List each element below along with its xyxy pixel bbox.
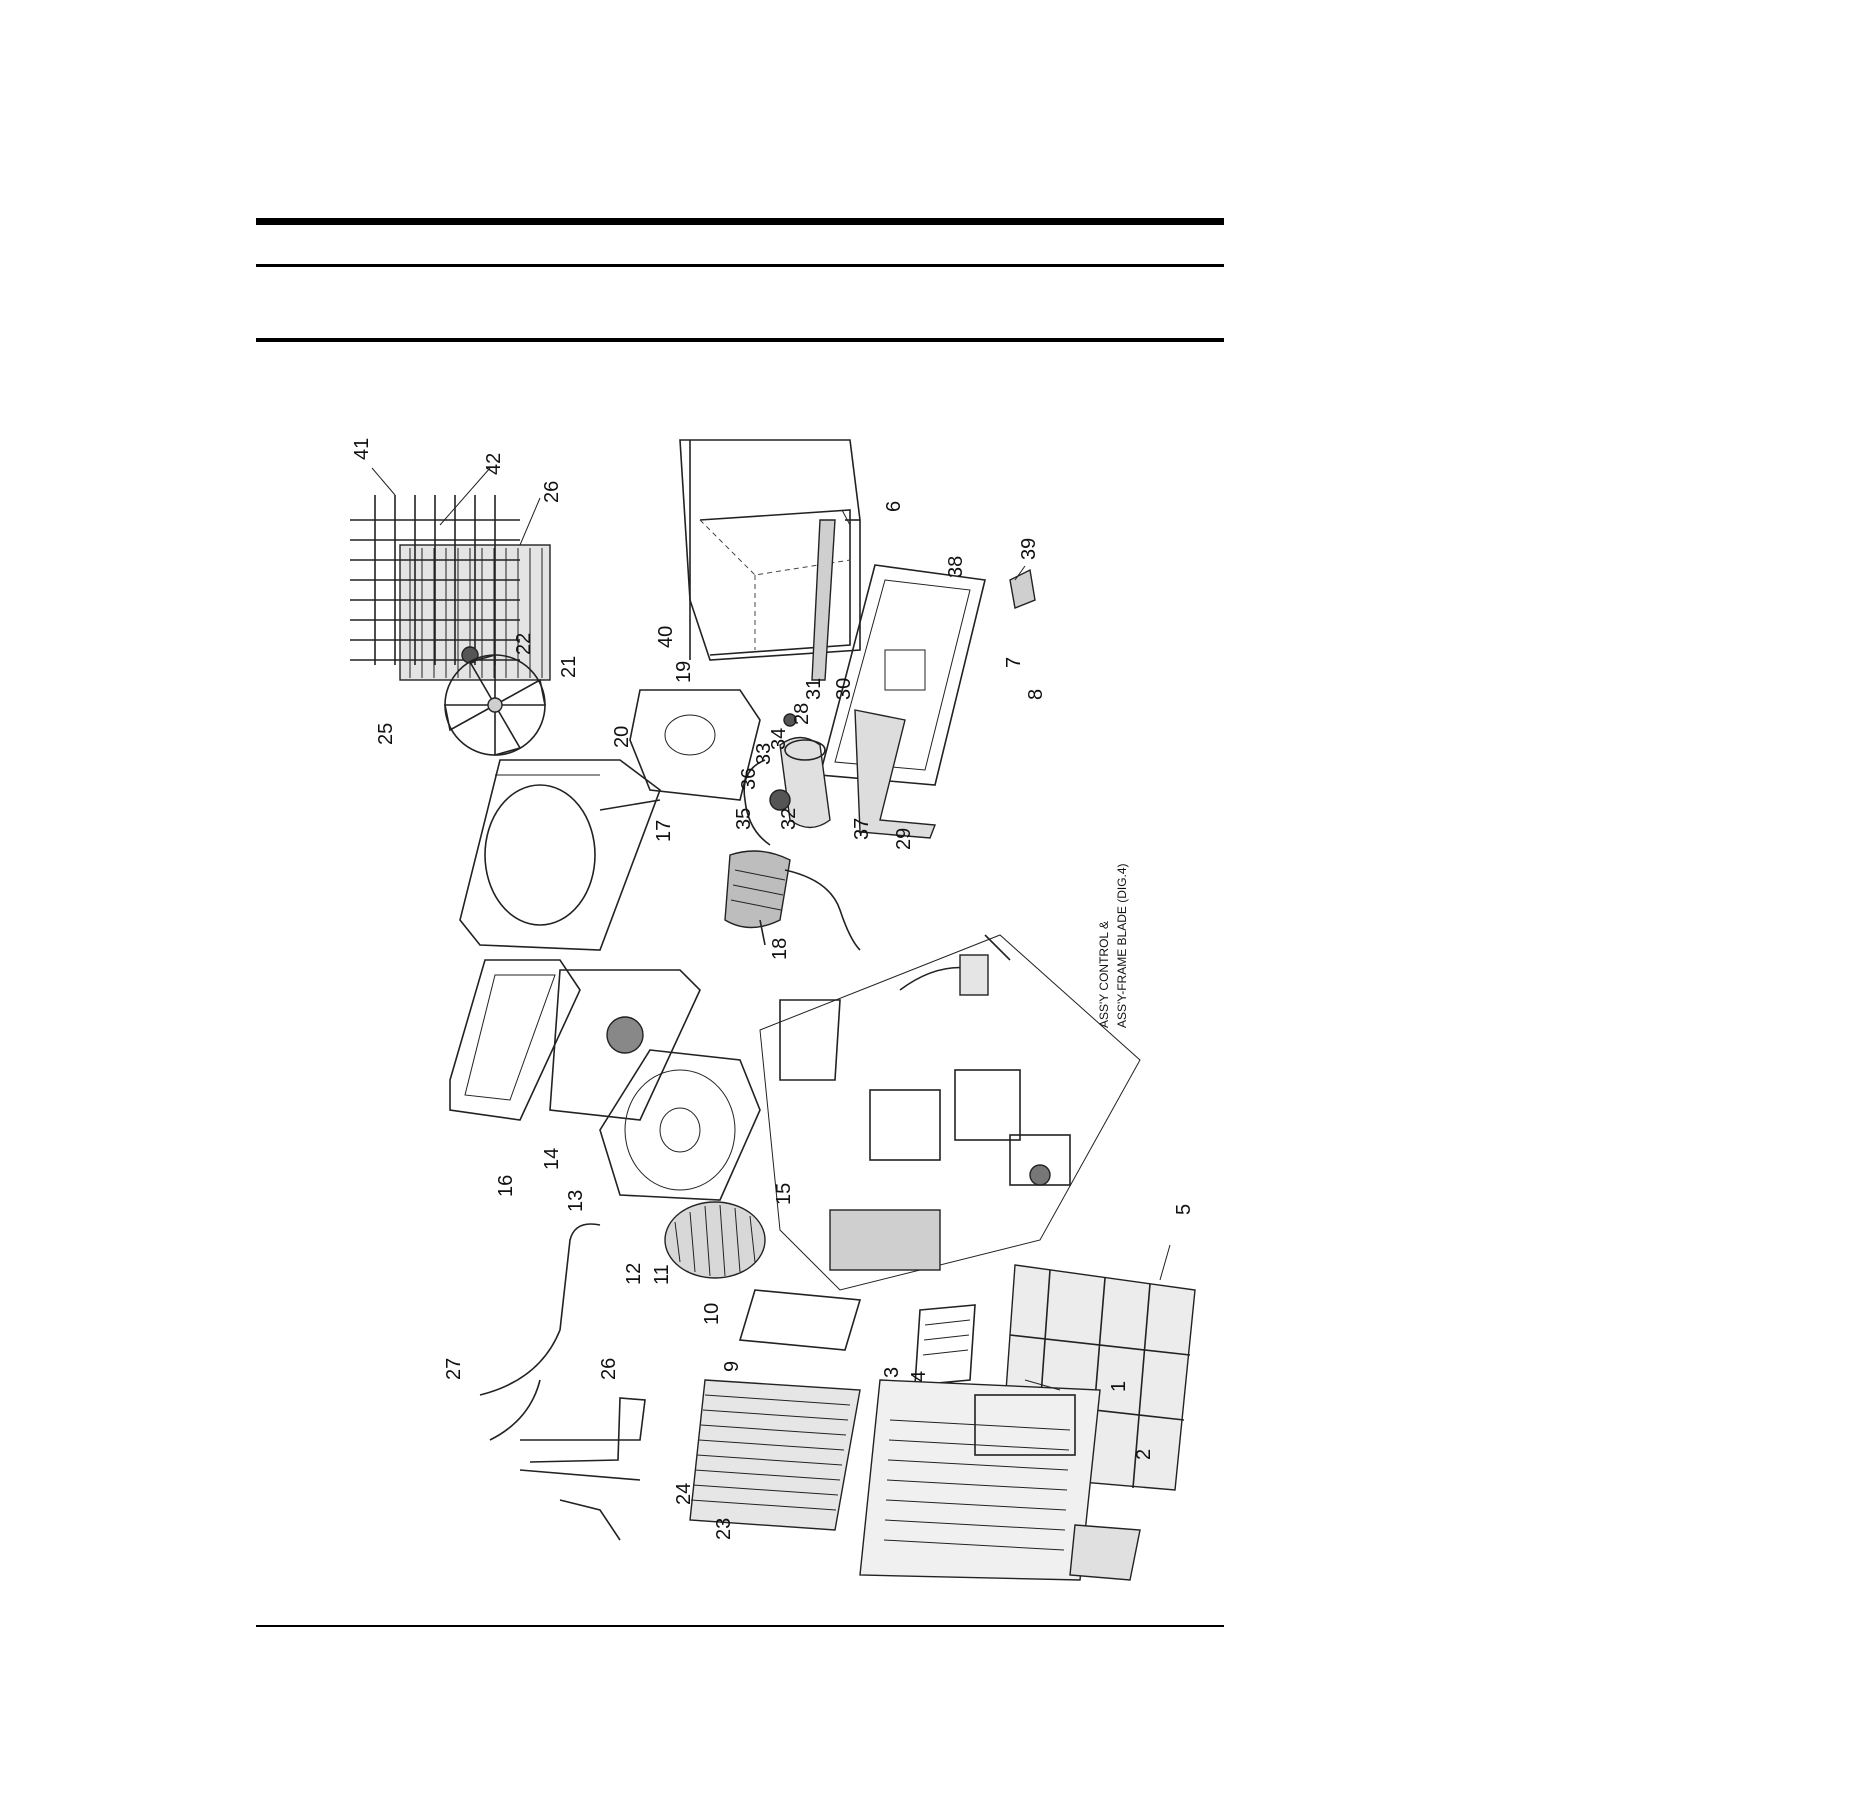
callout-12: 12 — [623, 1263, 645, 1285]
drain-pipe — [599, 799, 661, 811]
callout-14: 14 — [541, 1148, 563, 1170]
callout-31: 31 — [803, 678, 825, 700]
callout-6: 6 — [883, 501, 905, 512]
callout-20: 20 — [611, 726, 633, 748]
header-rule-thick — [256, 218, 1224, 225]
callout-5: 5 — [1173, 1204, 1195, 1215]
header-rule-thin — [256, 264, 1224, 267]
callout-36: 36 — [738, 768, 760, 790]
callout-25: 25 — [375, 723, 397, 745]
callout-26a: 26 — [541, 481, 563, 503]
callout-13: 13 — [565, 1190, 587, 1212]
compressor — [743, 713, 831, 846]
cabinet — [679, 439, 861, 661]
leader-lines — [371, 467, 1171, 1391]
callout-8: 8 — [1025, 689, 1047, 700]
callout-4: 4 — [908, 1371, 930, 1382]
base-pan — [818, 564, 986, 786]
gasket-strip — [811, 519, 836, 681]
drain-pan — [854, 709, 936, 839]
callout-35: 35 — [733, 808, 755, 830]
callout-labels: 41 42 26 25 22 21 20 19 40 6 39 38 7 8 3… — [351, 438, 1195, 1540]
louvre-blades — [914, 1304, 976, 1386]
refrigerant-piping — [479, 1223, 646, 1541]
callout-18: 18 — [769, 938, 791, 960]
fan-shroud — [459, 759, 661, 951]
callout-41: 41 — [351, 438, 373, 460]
callout-33: 33 — [753, 743, 775, 765]
callout-38: 38 — [945, 556, 967, 578]
callout-27: 27 — [443, 1358, 465, 1380]
evaporator-coil — [689, 1289, 862, 1531]
blower-scroll — [599, 1049, 761, 1201]
callout-26b: 26 — [598, 1358, 620, 1380]
callout-2: 2 — [1133, 1449, 1155, 1460]
callout-9: 9 — [721, 1361, 743, 1372]
callout-15: 15 — [773, 1183, 795, 1205]
footer-rule — [256, 1625, 1224, 1627]
callout-39: 39 — [1018, 538, 1040, 560]
bracket — [1009, 568, 1036, 609]
callout-40: 40 — [655, 626, 677, 648]
control-assembly — [759, 934, 1141, 1291]
front-panel — [1069, 1524, 1141, 1581]
callout-17: 17 — [653, 820, 675, 842]
callout-19: 19 — [673, 661, 695, 683]
callout-34: 34 — [768, 728, 790, 750]
motor-bracket — [629, 689, 761, 801]
assembly-note-line2: ASS'Y-FRAME BLADE (DIG.4) — [1115, 863, 1129, 1028]
callout-23: 23 — [713, 1518, 735, 1540]
callout-21: 21 — [558, 656, 580, 678]
callout-37: 37 — [851, 818, 873, 840]
callout-29: 29 — [893, 828, 915, 850]
callout-30: 30 — [833, 678, 855, 700]
condenser-assembly — [350, 495, 551, 681]
front-grille — [859, 1379, 1101, 1581]
callout-1: 1 — [1108, 1381, 1130, 1392]
fan-motor — [724, 850, 861, 951]
header-rule-medium — [256, 338, 1224, 342]
callout-32: 32 — [778, 808, 800, 830]
assembly-note-line1: ASS'Y CONTROL & — [1097, 921, 1111, 1028]
callout-42: 42 — [483, 453, 505, 475]
callout-28: 28 — [791, 703, 813, 725]
callout-16: 16 — [495, 1175, 517, 1197]
partition-panel — [449, 959, 701, 1121]
callout-22: 22 — [513, 633, 535, 655]
callout-11: 11 — [651, 1264, 673, 1285]
callout-3: 3 — [881, 1367, 903, 1378]
propeller-fan — [444, 653, 546, 757]
callout-10: 10 — [701, 1303, 723, 1325]
blower-wheel — [664, 1201, 766, 1279]
callout-24: 24 — [673, 1483, 695, 1505]
callout-7: 7 — [1003, 657, 1025, 668]
